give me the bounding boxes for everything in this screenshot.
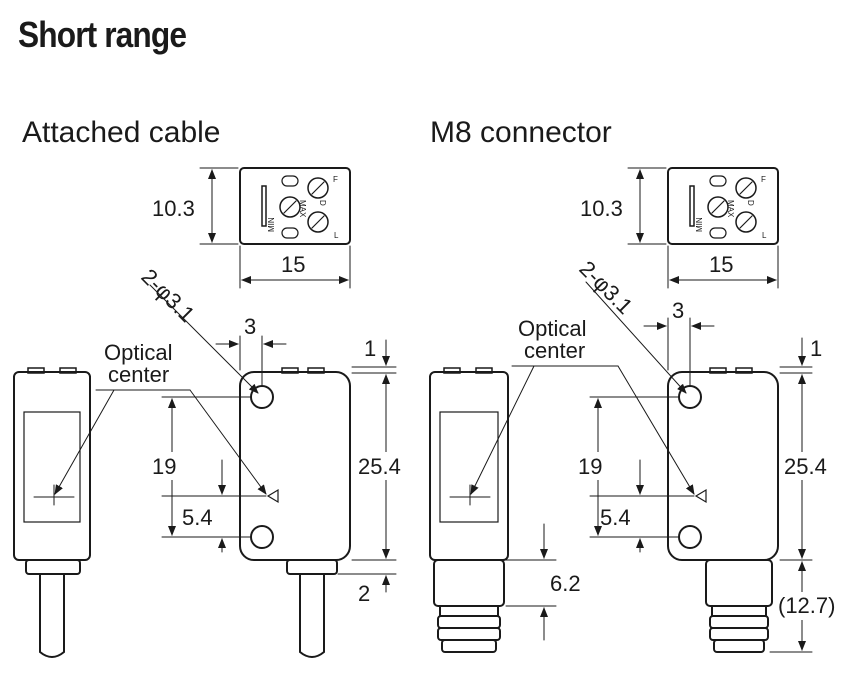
optical-center-label-line1-m8: Optical [518, 316, 586, 341]
front-view-body-m8 [667, 367, 779, 653]
attached-cable-heading: Attached cable [22, 116, 221, 149]
dim-height: 25.4 [358, 454, 401, 479]
dim-hole-m8: 2-φ3.1 [574, 256, 637, 319]
dim-optical-height-m8: 19 [578, 454, 602, 479]
front-view-body [239, 367, 351, 658]
dim-width-top: 15 [281, 252, 305, 277]
m8-connector-drawing: MIN MAX F D L 10.3 15 [429, 167, 836, 653]
min-text: MIN [267, 217, 276, 232]
l-text-m8: L [762, 231, 767, 240]
d-text: D [318, 200, 327, 206]
f-text-m8: F [761, 175, 766, 184]
dim-width-top-m8: 15 [709, 252, 733, 277]
dim-height-m8: 25.4 [784, 454, 827, 479]
max-text: MAX [298, 200, 307, 218]
dim-hole-offset-m8: 3 [672, 298, 684, 323]
dim-top-gap: 1 [364, 336, 376, 361]
top-view-panel-m8: MIN MAX F D L [667, 167, 779, 245]
d-text-m8: D [746, 200, 755, 206]
optical-center-label-line2-m8: center [524, 338, 585, 363]
top-view-panel: MIN MAX F D L [239, 167, 351, 245]
dim-hole-offset: 3 [244, 314, 256, 339]
dim-bottom-gap: 2 [358, 581, 370, 606]
optical-center-label-line2: center [108, 362, 169, 387]
dim-connector-len: 6.2 [550, 571, 581, 596]
optical-center-label-line1: Optical [104, 340, 172, 365]
side-view-body-m8 [429, 367, 509, 653]
attached-cable-drawing: MIN MAX F D L 10.3 15 [13, 167, 410, 658]
max-text-m8: MAX [726, 200, 735, 218]
dim-connector-total: (12.7) [778, 593, 835, 618]
dim-hole: 2-φ3.1 [136, 264, 199, 327]
dim-optical-low-m8: 5.4 [600, 505, 631, 530]
dim-height-top: 10.3 [152, 196, 195, 221]
dim-height-top-m8: 10.3 [580, 196, 623, 221]
l-text: L [334, 231, 339, 240]
m8-connector-heading: M8 connector [430, 116, 612, 149]
dim-top-gap-m8: 1 [810, 336, 822, 361]
min-text-m8: MIN [695, 217, 704, 232]
dim-optical-low: 5.4 [182, 505, 213, 530]
page-title: Short range [18, 14, 187, 55]
dim-optical-height: 19 [152, 454, 176, 479]
f-text: F [333, 175, 338, 184]
side-view-body [13, 367, 91, 658]
